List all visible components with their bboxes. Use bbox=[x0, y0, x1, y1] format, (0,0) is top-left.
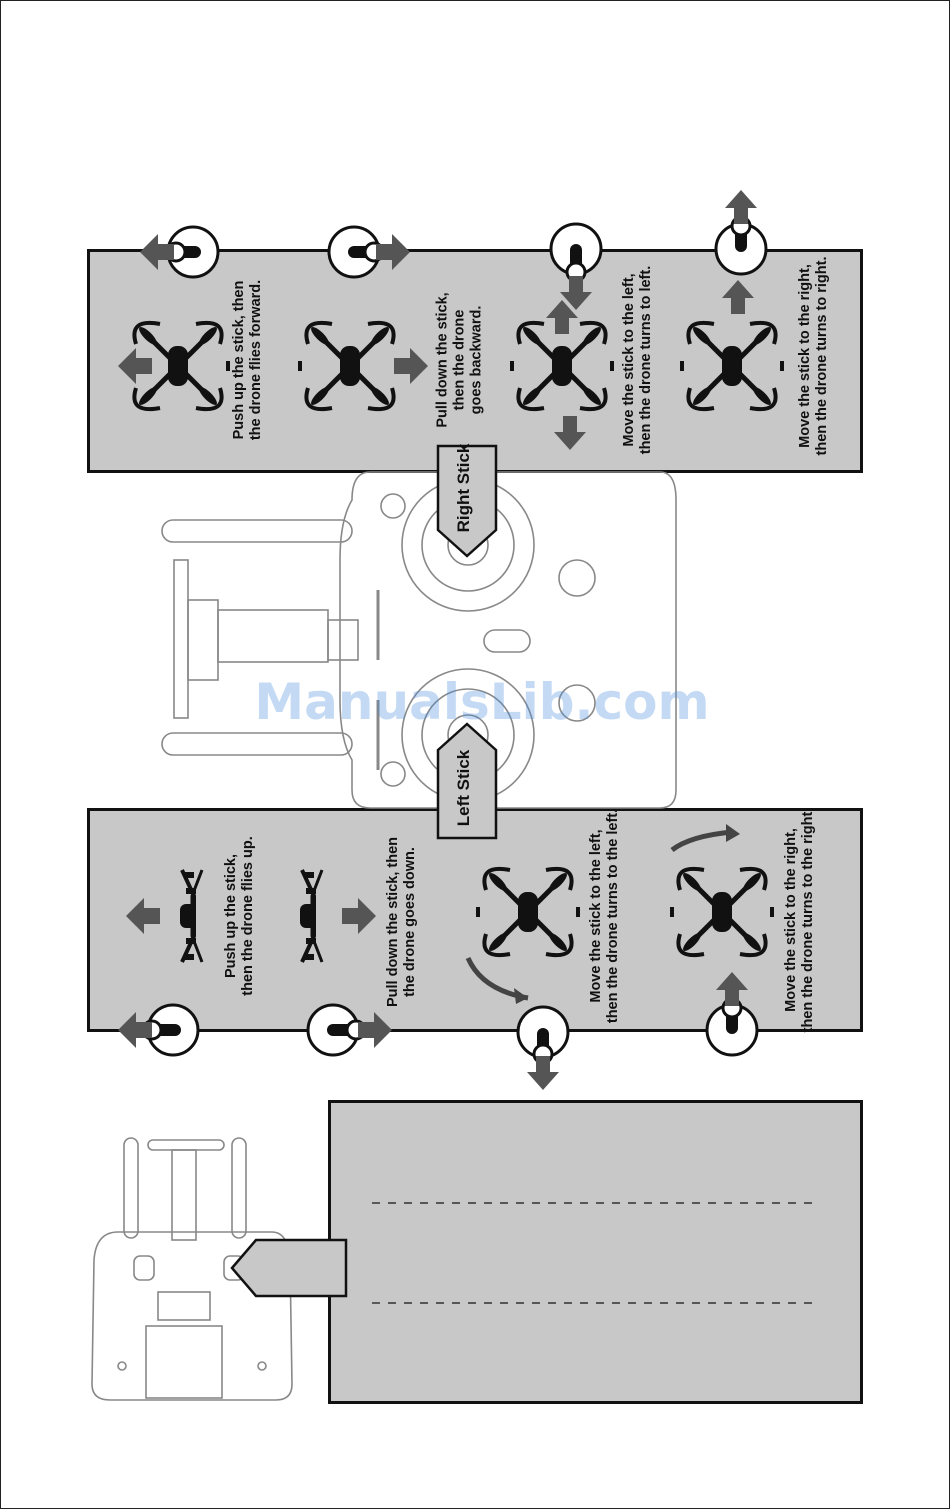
instruction-up: Push up the stick, then the drone flies … bbox=[223, 836, 256, 996]
instruction-rotate-left: Move the stick to the left, then the dro… bbox=[588, 808, 621, 1024]
drone-up-icon bbox=[126, 868, 204, 964]
right-stick-tab bbox=[436, 444, 498, 558]
drone-backward-icon bbox=[300, 323, 428, 409]
drone-rotate-right-icon bbox=[672, 824, 772, 955]
instruction-turn-left: Move the stick to the left, then the dro… bbox=[621, 265, 654, 455]
stick-icon-rotate-right bbox=[705, 972, 759, 1057]
left-stick-tab bbox=[436, 722, 498, 840]
instruction-forward: Push up the stick, then the drone flies … bbox=[231, 279, 264, 441]
stick-icon-turn-left bbox=[549, 222, 603, 310]
stick-icon-up bbox=[118, 1003, 200, 1057]
trim-pointer bbox=[230, 1238, 348, 1298]
stick-icon-rotate-left bbox=[516, 1005, 570, 1090]
stick-icon-down bbox=[306, 1003, 392, 1057]
instruction-down: Pull down the stick, then the drone goes… bbox=[385, 837, 418, 1007]
stick-icon-forward bbox=[140, 225, 220, 279]
stick-icon-backward bbox=[327, 225, 410, 279]
left-stick-label: Left Stick bbox=[454, 749, 473, 827]
drone-turn-right-icon bbox=[682, 280, 782, 409]
instruction-rotate-right: Move the stick to the right, then the dr… bbox=[783, 807, 816, 1033]
drone-turn-left-icon bbox=[512, 300, 612, 450]
watermark: ManualsLib.com bbox=[254, 673, 710, 731]
stick-icon-turn-right bbox=[714, 190, 768, 276]
drone-forward-icon bbox=[118, 323, 228, 409]
right-stick-label: Right Stick bbox=[454, 443, 473, 533]
trim-panel bbox=[328, 1100, 863, 1404]
instruction-turn-right: Move the stick to the right, then the dr… bbox=[797, 256, 830, 456]
instruction-backward: Pull down the stick, then the drone goes… bbox=[434, 292, 485, 428]
drone-down-icon bbox=[298, 868, 376, 964]
controller-illustration bbox=[161, 471, 677, 809]
drone-rotate-left-icon bbox=[465, 869, 578, 1004]
